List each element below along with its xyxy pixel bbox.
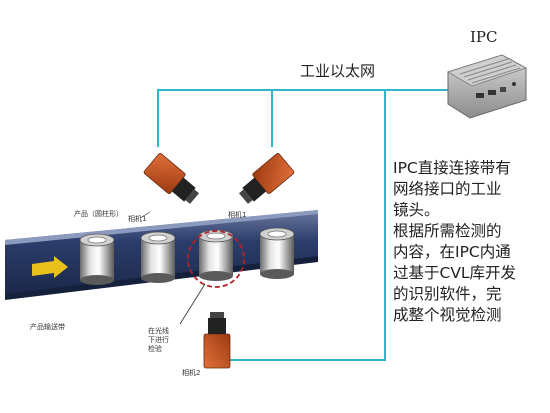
product-cylinder bbox=[259, 227, 295, 279]
product-label: 产品（圆柱形） bbox=[74, 210, 123, 218]
description-line: 网络接口的工业 bbox=[393, 180, 502, 198]
description-line: IPC直接连接带有 bbox=[393, 159, 511, 177]
camera-3 bbox=[203, 312, 231, 369]
camera-1-label: 相机1 bbox=[128, 215, 147, 223]
camera-1 bbox=[143, 153, 200, 204]
ipc-label: IPC bbox=[470, 28, 498, 46]
description-line: 成整个视觉检测 bbox=[393, 306, 502, 324]
camera-2 bbox=[238, 153, 295, 204]
direction-arrow-icon bbox=[32, 256, 68, 278]
description-line: 的识别软件，完 bbox=[393, 285, 502, 303]
product-cylinder bbox=[140, 231, 176, 283]
ipc-box bbox=[447, 54, 528, 119]
camera-2-label: 相机1 bbox=[228, 211, 247, 219]
network-label: 工业以太网 bbox=[300, 62, 376, 80]
camera-3-label: 相机2 bbox=[182, 369, 201, 377]
camera-leader-line bbox=[139, 211, 151, 219]
defect-leader-line bbox=[179, 283, 206, 325]
description-line: 过基于CVL库开发 bbox=[393, 264, 517, 282]
products bbox=[79, 227, 295, 285]
description-line: 内容，在IPC内通 bbox=[393, 243, 511, 261]
ethernet-cables bbox=[157, 89, 453, 361]
defect-highlight-circle bbox=[187, 230, 245, 288]
defect-label: 在光线下进行检验 bbox=[148, 327, 169, 353]
description-line: 根据所需检测的 bbox=[393, 222, 502, 240]
product-cylinder-defect bbox=[198, 229, 234, 281]
product-cylinder bbox=[79, 233, 115, 285]
description-line: 镜头。 bbox=[393, 201, 440, 219]
description-text: IPC直接连接带有 网络接口的工业 镜头。 根据所需检测的 内容，在IPC内通 … bbox=[393, 158, 543, 326]
conveyor-label: 产品输送带 bbox=[30, 323, 65, 331]
